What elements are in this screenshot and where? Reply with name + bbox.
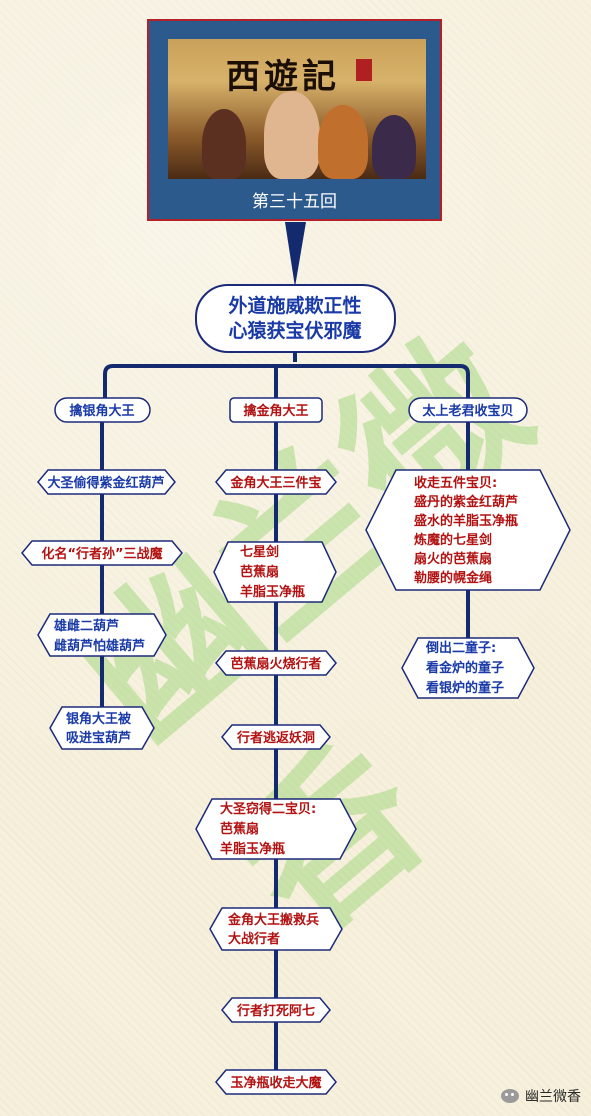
center-step-5-line-1: 大圣窃得二宝贝: [220,801,316,817]
right-step-1-line-4: 炼魔的七星剑 [414,532,492,548]
right-step-1-line-5: 扇火的芭蕉扇 [414,551,492,567]
left-step-1-line-1: 大圣偷得紫金红葫芦 [47,475,164,491]
branch-center-label: 擒金角大王 [243,403,308,419]
left-step-3: 雄雌二葫芦 雌葫芦怕雄葫芦 [37,613,167,657]
left-step-4-line-2: 吸进宝葫芦 [66,730,131,746]
figure-monk [264,91,320,179]
center-step-2-line-3: 羊脂玉净瓶 [240,584,305,600]
center-step-5-line-2: 芭蕉扇 [220,821,259,837]
center-step-6: 金角大王搬救兵 大战行者 [209,907,343,951]
wechat-icon [501,1089,519,1103]
center-step-3: 芭蕉扇火烧行者 [215,650,337,676]
right-step-2-line-1: 倒出二童子: [425,640,496,656]
left-step-3-line-1: 雄雌二葫芦 [53,618,119,634]
branch-left-label: 擒银角大王 [69,403,134,419]
center-step-4: 行者逃返妖洞 [221,724,331,750]
poster-seal [356,59,372,81]
poster-title: 西遊記 [226,57,340,97]
center-step-2: 七星剑 芭蕉扇 羊脂玉净瓶 [213,541,337,603]
left-step-4: 银角大王被 吸进宝葫芦 [49,706,155,750]
right-step-1-line-1: 收走五件宝贝: [414,475,497,491]
left-step-1: 大圣偷得紫金红葫芦 [37,469,176,495]
header-connector [285,222,306,287]
branch-bus [103,352,470,398]
right-step-2-line-3: 看银炉的童子 [426,680,504,696]
wechat-account-badge: 幽兰微香 [501,1086,581,1106]
center-step-6-line-2: 大战行者 [228,931,280,947]
branch-right-header: 太上老君收宝贝 [408,397,528,423]
right-step-1: 收走五件宝贝: 盛丹的紫金红葫芦 盛水的羊脂玉净瓶 炼魔的七星剑 扇火的芭蕉扇 … [365,469,571,591]
left-step-2-line-1: 化名“行者孙”三战魔 [41,546,162,562]
right-step-1-line-2: 盛丹的紫金红葫芦 [414,494,518,510]
right-step-2: 倒出二童子: 看金炉的童子 看银炉的童子 [401,637,535,699]
center-step-5-line-3: 羊脂玉净瓶 [220,841,285,857]
right-step-1-line-3: 盛水的羊脂玉净瓶 [414,513,518,529]
center-step-4-line-1: 行者逃返妖洞 [236,730,315,746]
title-line-2: 心猿获宝伏邪魔 [228,319,362,342]
center-step-8: 玉净瓶收走大魔 [215,1069,337,1095]
figure-pigsy [202,109,246,179]
center-step-8-line-1: 玉净瓶收走大魔 [230,1075,321,1091]
center-step-7: 行者打死阿七 [221,997,331,1023]
center-step-6-line-1: 金角大王搬救兵 [227,912,319,928]
figure-sandy [372,115,416,179]
left-step-2: 化名“行者孙”三战魔 [21,540,183,566]
branch-center-header: 擒金角大王 [229,397,323,423]
title-node: 外道施威欺正性 心猿获宝伏邪魔 [195,284,396,353]
center-step-3-line-1: 芭蕉扇火烧行者 [230,656,321,672]
header-panel: 西遊記 第三十五回 [147,19,442,221]
center-step-2-line-2: 芭蕉扇 [240,564,279,580]
center-step-1: 金角大王三件宝 [215,469,337,495]
left-step-3-line-2: 雌葫芦怕雄葫芦 [54,638,145,654]
center-step-5: 大圣窃得二宝贝: 芭蕉扇 羊脂玉净瓶 [195,798,357,860]
right-step-1-line-6: 勒腰的幌金绳 [414,570,492,586]
journey-to-the-west-poster: 西遊記 [168,39,426,179]
branch-right-label: 太上老君收宝贝 [421,403,513,419]
title-line-1: 外道施威欺正性 [228,294,361,317]
center-step-1-line-1: 金角大王三件宝 [229,475,321,491]
right-step-2-line-2: 看金炉的童子 [426,660,504,676]
center-step-2-line-1: 七星剑 [240,544,279,560]
center-step-7-line-1: 行者打死阿七 [236,1003,315,1019]
episode-label: 第三十五回 [252,192,337,212]
figure-monkey-king [318,105,368,179]
branch-left-header: 擒银角大王 [54,397,151,423]
left-step-4-line-1: 银角大王被 [66,711,132,727]
wechat-account-name: 幽兰微香 [525,1089,581,1105]
